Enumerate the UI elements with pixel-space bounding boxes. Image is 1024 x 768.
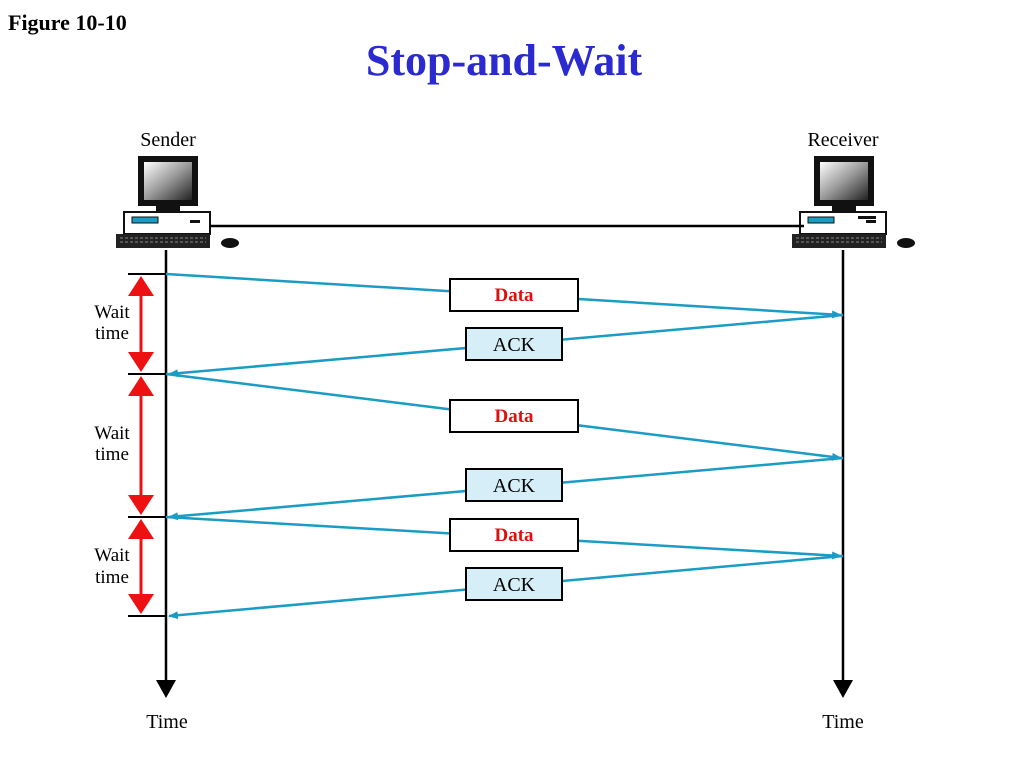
data-frame-box: Data (449, 518, 579, 552)
ack-frame-box: ACK (465, 567, 563, 601)
svg-text:ACK: ACK (493, 574, 536, 596)
wait-time-arrow (128, 276, 154, 372)
svg-text:Wait: Wait (94, 545, 130, 566)
data-frame-box: Data (449, 399, 579, 433)
ack-frame-box: ACK (465, 468, 563, 502)
svg-text:time: time (95, 444, 129, 465)
figure-label: Figure 10-10 (8, 10, 127, 35)
ack-frame-box: ACK (465, 327, 563, 361)
sender-label: Sender (140, 129, 196, 151)
receiver-computer-icon (792, 156, 915, 248)
svg-text:time: time (95, 323, 129, 344)
wait-label: Wait time (94, 545, 130, 588)
sender-time-label: Time (146, 711, 188, 733)
svg-text:Wait: Wait (94, 423, 130, 444)
data-frame-box: Data (449, 278, 579, 312)
receiver-time-arrowhead (833, 680, 853, 698)
svg-text:Data: Data (494, 285, 534, 306)
svg-text:time: time (95, 567, 129, 588)
sender-computer-icon (116, 156, 239, 248)
svg-text:Data: Data (494, 525, 534, 546)
svg-text:Wait: Wait (94, 302, 130, 323)
diagram-title: Stop-and-Wait (366, 36, 643, 85)
wait-label: Wait time (94, 302, 130, 344)
sender-time-arrowhead (156, 680, 176, 698)
svg-text:Data: Data (494, 406, 534, 427)
wait-time-arrow (128, 519, 154, 614)
wait-label: Wait time (94, 423, 130, 465)
wait-time-arrow (128, 376, 154, 515)
receiver-time-label: Time (822, 711, 864, 733)
svg-text:ACK: ACK (493, 334, 536, 356)
svg-text:ACK: ACK (493, 475, 536, 497)
receiver-label: Receiver (807, 129, 878, 151)
